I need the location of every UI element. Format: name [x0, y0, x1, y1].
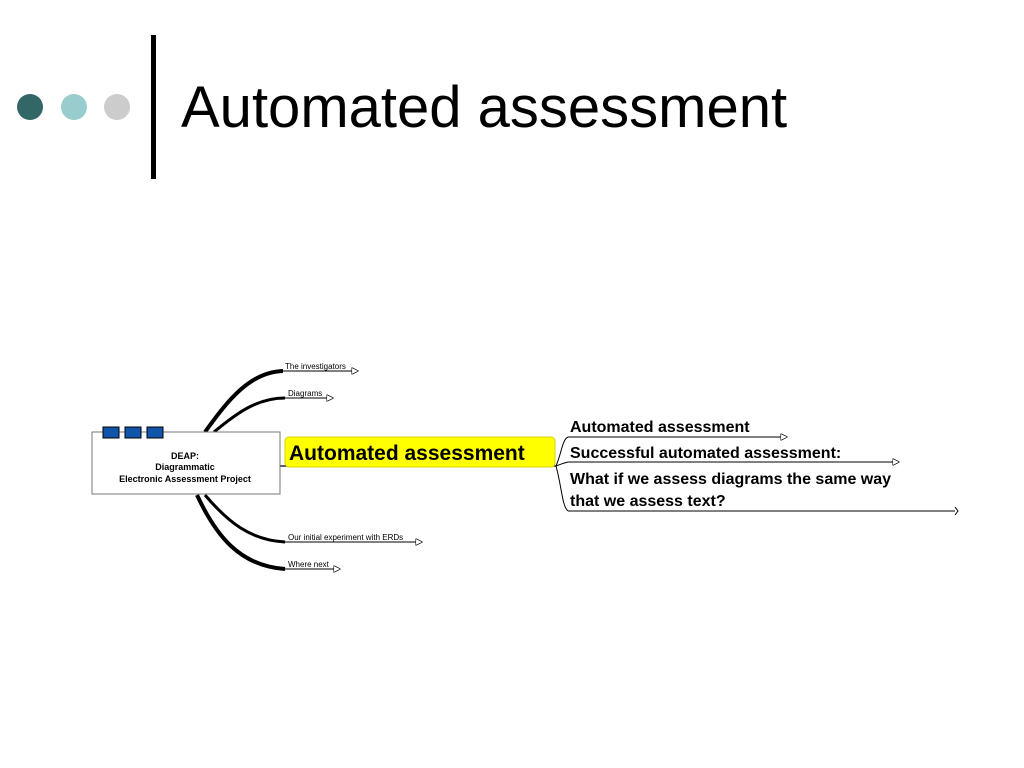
slide-title: Automated assessment	[181, 75, 788, 140]
branch-underlines	[283, 371, 422, 569]
focus-topic-label: Automated assessment	[289, 442, 525, 465]
central-node-line3: Electronic Assessment Project	[119, 474, 251, 484]
central-node: DEAP: Diagrammatic Electronic Assessment…	[91, 426, 281, 495]
branch-investigators-label: The investigators	[285, 362, 346, 371]
branch-erd-experiment-label: Our initial experiment with ERDs	[288, 533, 403, 542]
grey-bullet-icon	[104, 94, 130, 120]
node-icon	[146, 426, 164, 439]
subtopic-connectors	[555, 437, 955, 512]
focus-topic-highlight	[284, 436, 556, 468]
branch-diagrams-label: Diagrams	[288, 389, 322, 398]
subtopic-question-line1: What if we assess diagrams the same way	[570, 471, 891, 488]
node-icon	[102, 426, 120, 439]
dark-teal-bullet-icon	[17, 94, 43, 120]
light-teal-bullet-icon	[61, 94, 87, 120]
overflow-chevron-icon	[954, 506, 959, 516]
central-node-line2: Diagrammatic	[155, 462, 215, 472]
subtopic-question-line2: that we assess text?	[570, 493, 726, 510]
central-node-title: DEAP:	[171, 451, 199, 461]
branch-where-next-label: Where next	[288, 560, 330, 569]
node-icon	[124, 426, 142, 439]
focus-topic: Automated assessment	[284, 436, 556, 468]
title-divider	[151, 35, 156, 179]
subtopic-successful-assessment: Successful automated assessment:	[570, 445, 841, 462]
subtopic-automated-assessment: Automated assessment	[570, 419, 750, 436]
